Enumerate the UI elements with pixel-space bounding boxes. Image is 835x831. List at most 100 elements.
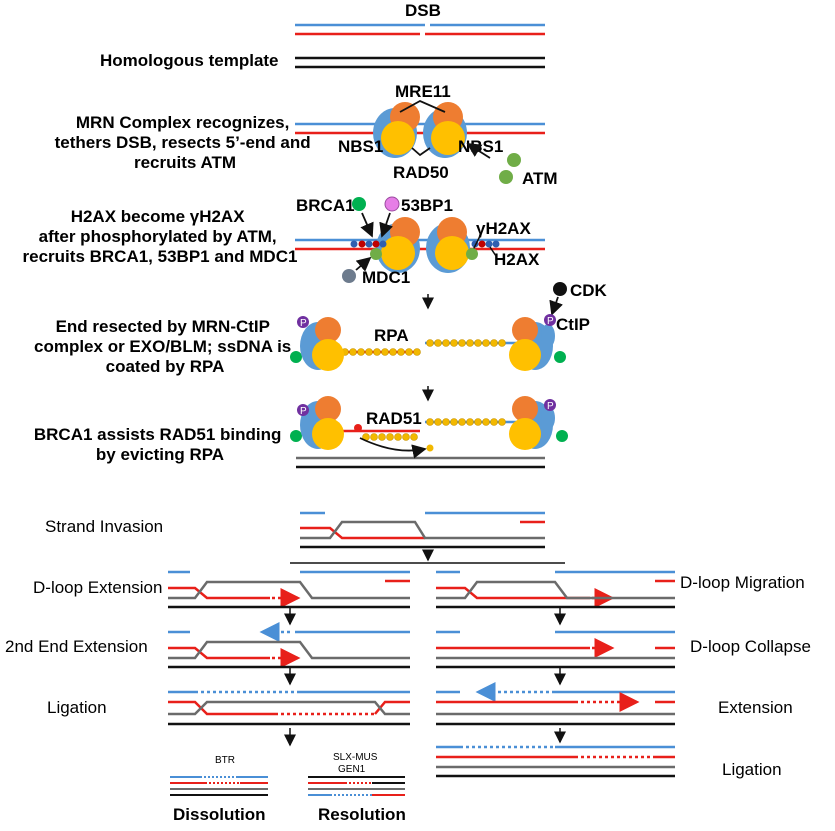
bead (365, 348, 373, 356)
dloop-extension-label: D-loop Extension (33, 578, 162, 597)
h2ax-nucleosomes-right (471, 240, 500, 248)
bead (474, 418, 482, 426)
dloop-collapse-label: D-loop Collapse (690, 637, 811, 656)
bead (370, 433, 378, 441)
bead (410, 433, 418, 441)
atm-arrow (466, 143, 491, 159)
extension-strands (436, 682, 675, 726)
dloop-extension-strands (168, 570, 410, 609)
dloop-migration-label: D-loop Migration (680, 573, 805, 592)
53bp1-label: 53BP1 (401, 196, 453, 215)
resolution-strands (308, 776, 405, 796)
bead (482, 339, 490, 347)
bead (490, 339, 498, 347)
brca1-complex-left: P (290, 396, 344, 450)
bead (466, 418, 474, 426)
dloop-migration-strands (436, 570, 675, 609)
gamma-h2ax-label: γH2AX (476, 219, 531, 238)
h2ax-pointer (489, 246, 497, 257)
evicted-rpa-bead (426, 444, 434, 452)
bead (490, 418, 498, 426)
slx-mus-label: SLX-MUS (333, 752, 378, 763)
rpa-beads-left (341, 348, 421, 356)
h2ax-mrn-left (376, 217, 420, 273)
bead (405, 348, 413, 356)
bead (434, 339, 442, 347)
gen1-label: GEN1 (338, 764, 366, 775)
h2ax-strands (295, 238, 545, 251)
resect-step-label: End resected by MRN-CtIP complex or EXO/… (34, 317, 296, 376)
second-end-strands (168, 622, 410, 669)
bead (458, 418, 466, 426)
nbs1-left-label: NBS1 (338, 137, 383, 156)
template-label: Homologous template (100, 51, 279, 70)
h2ax-label: H2AX (494, 250, 540, 269)
bead (413, 348, 421, 356)
bead (474, 339, 482, 347)
dloop-collapse-strands (436, 630, 675, 669)
resect-complex-left: P (290, 316, 344, 371)
h2ax-mrn-right (426, 217, 470, 273)
ligation-right-strands (436, 745, 675, 778)
resolution-label: Resolution (318, 805, 406, 824)
svg-text:P: P (547, 401, 554, 412)
brca1-complex-right: P (509, 396, 568, 450)
h2ax-nucleosomes-left (350, 240, 387, 248)
bead (373, 348, 381, 356)
second-end-label: 2nd End Extension (5, 637, 148, 656)
bead (357, 348, 365, 356)
bead (458, 339, 466, 347)
dissolution-strands (170, 776, 268, 796)
bead (381, 348, 389, 356)
extension-label: Extension (718, 698, 793, 717)
strand-invasion-label: Strand Invasion (45, 517, 163, 536)
bead (434, 418, 442, 426)
bead (378, 433, 386, 441)
ligation-left-label: Ligation (47, 698, 107, 717)
brca1-dot (352, 197, 366, 211)
bead (442, 418, 450, 426)
bead (498, 339, 506, 347)
bead (402, 433, 410, 441)
svg-text:P: P (300, 406, 307, 417)
brca1-label: BRCA1 (296, 196, 355, 215)
rad51-label: RAD51 (366, 409, 422, 428)
bead (397, 348, 405, 356)
bead (482, 418, 490, 426)
rpa-label: RPA (374, 326, 409, 345)
rpa-eviction-arrow (359, 437, 427, 459)
dsb-label: DSB (405, 1, 441, 20)
bead (426, 418, 434, 426)
53bp1-arrow (379, 212, 393, 238)
strand-invasion-strands (300, 511, 545, 549)
mdc1-arrow (355, 256, 372, 272)
mdc1-dot (342, 269, 356, 283)
dsb-strands (295, 23, 545, 36)
53bp1-dot (384, 196, 400, 212)
ligation-right-label: Ligation (722, 760, 782, 779)
bead (389, 348, 397, 356)
atm-dot-2 (499, 170, 513, 184)
bead (394, 433, 402, 441)
rad51-beads-left (362, 433, 418, 441)
template-strands (295, 56, 545, 69)
nbs1-right-label: NBS1 (458, 137, 503, 156)
ctip-label: CtIP (556, 315, 590, 334)
mre11-label: MRE11 (395, 82, 451, 101)
rpa-beads-right (426, 339, 506, 347)
bead (442, 339, 450, 347)
mdc1-label: MDC1 (362, 268, 410, 287)
mrn-complex-left (373, 102, 420, 158)
bead (386, 433, 394, 441)
rad51-beads-right (426, 418, 506, 426)
rad50-label: RAD50 (393, 163, 449, 182)
brca1-step-label: BRCA1 assists RAD51 binding by evicting … (34, 425, 286, 464)
svg-text:P: P (547, 316, 554, 327)
rad51-red-dot (354, 424, 362, 432)
bead (450, 418, 458, 426)
cdk-arrow (549, 296, 563, 316)
mre11-pointer (399, 99, 446, 113)
h2ax-step-label: H2AX become γH2AX after phosphorylated b… (23, 207, 298, 266)
mrn-step-label: MRN Complex recognizes, tethers DSB, res… (55, 113, 316, 172)
bead (498, 418, 506, 426)
